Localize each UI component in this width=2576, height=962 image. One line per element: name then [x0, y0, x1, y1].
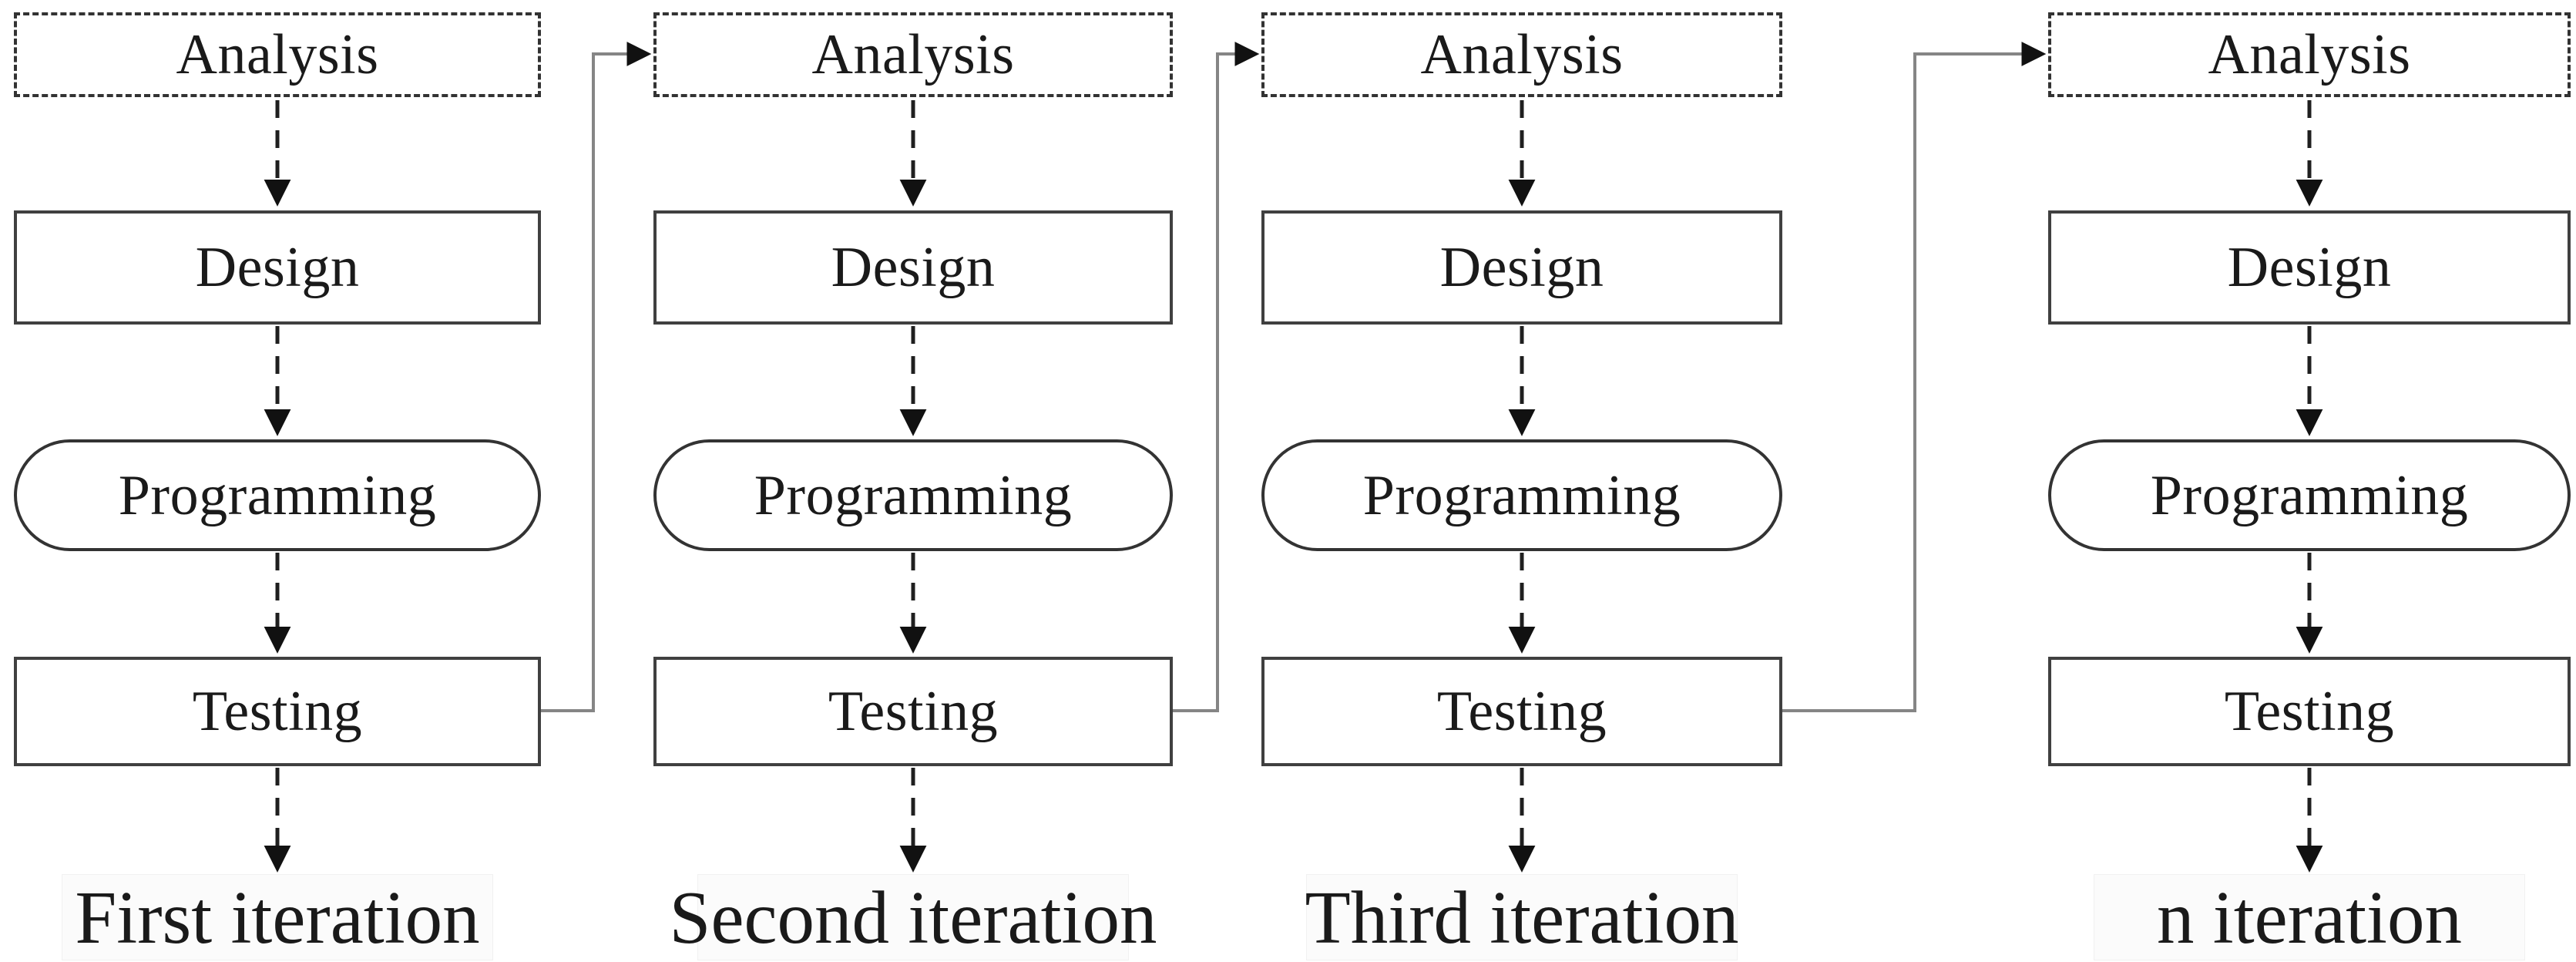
design-label: Design — [831, 236, 996, 299]
iteration-connector-3-4 — [1782, 42, 2047, 712]
testing-node: Testing — [653, 657, 1173, 766]
testing-node: Testing — [14, 657, 541, 766]
design-label: Design — [1439, 236, 1604, 299]
analysis-label: Analysis — [1420, 23, 1624, 86]
iteration-column-3: Analysis Design Programming Testing Thir… — [1261, 0, 1782, 962]
design-node: Design — [14, 210, 541, 325]
analysis-node: Analysis — [14, 12, 541, 97]
testing-label: Testing — [192, 680, 363, 743]
programming-label: Programming — [118, 463, 437, 527]
programming-label: Programming — [2150, 463, 2469, 527]
programming-node: Programming — [653, 439, 1173, 551]
programming-label: Programming — [1362, 463, 1681, 527]
analysis-node: Analysis — [653, 12, 1173, 97]
design-node: Design — [653, 210, 1173, 325]
analysis-label: Analysis — [176, 23, 379, 86]
analysis-label: Analysis — [2208, 23, 2411, 86]
analysis-node: Analysis — [2048, 12, 2571, 97]
testing-label: Testing — [2224, 680, 2395, 743]
testing-label: Testing — [828, 680, 999, 743]
programming-node: Programming — [1261, 439, 1782, 551]
testing-label: Testing — [1436, 680, 1607, 743]
testing-node: Testing — [2048, 657, 2571, 766]
iteration-column-1: Analysis Design Programming Testing Firs… — [14, 0, 541, 962]
programming-node: Programming — [14, 439, 541, 551]
design-label: Design — [195, 236, 360, 299]
iteration-connector-2-3 — [1173, 42, 1260, 712]
iteration-caption: First iteration — [62, 874, 493, 960]
design-node: Design — [2048, 210, 2571, 325]
iteration-column-4: Analysis Design Programming Testing n it… — [2048, 0, 2571, 962]
programming-label: Programming — [754, 463, 1073, 527]
iteration-caption: n iteration — [2094, 874, 2525, 960]
analysis-label: Analysis — [811, 23, 1015, 86]
iteration-connector-1-2 — [541, 42, 652, 712]
design-label: Design — [2227, 236, 2392, 299]
iteration-caption: Third iteration — [1305, 874, 1738, 960]
testing-node: Testing — [1261, 657, 1782, 766]
analysis-node: Analysis — [1261, 12, 1782, 97]
programming-node: Programming — [2048, 439, 2571, 551]
design-node: Design — [1261, 210, 1782, 325]
iteration-column-2: Analysis Design Programming Testing Seco… — [653, 0, 1173, 962]
iteration-caption: Second iteration — [670, 874, 1157, 960]
